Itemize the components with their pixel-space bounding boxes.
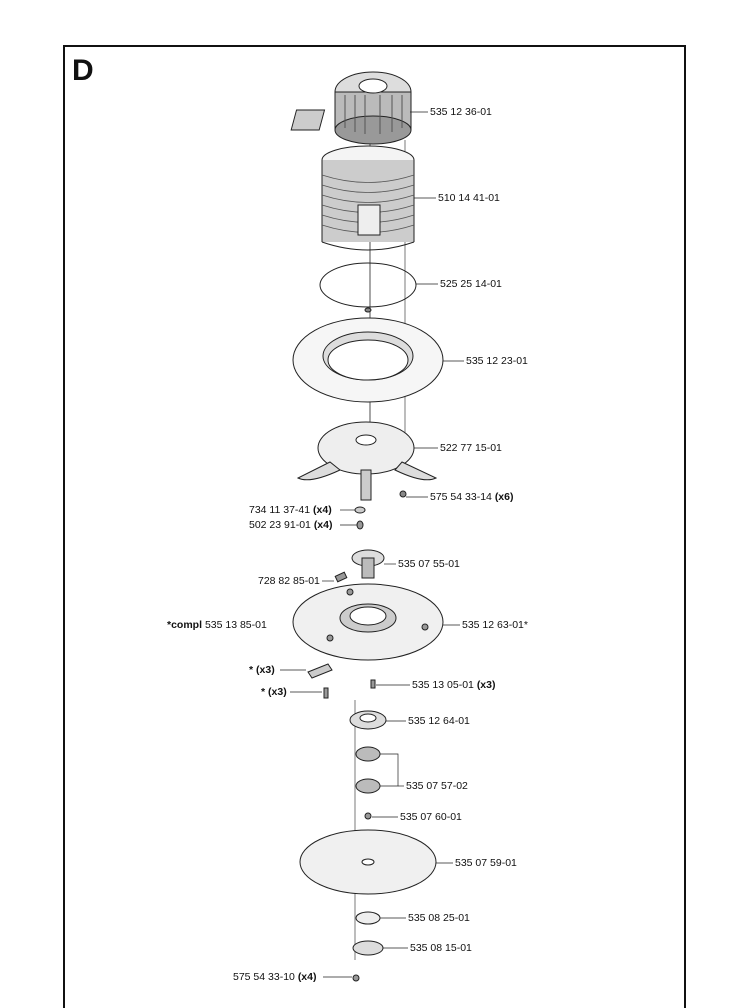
part-label-seal-ring: 525 25 14-01 — [440, 278, 502, 290]
hub-part — [351, 549, 385, 579]
flange-plate-part — [292, 317, 444, 403]
part-label-hub: 535 07 55-01 — [398, 558, 460, 570]
part-label-blade-screw: * (x3) — [261, 686, 287, 698]
part-label-bearing-housing: 535 12 64-01 — [408, 715, 470, 727]
part-label-washer-a: 734 11 37-41 (x4) — [249, 504, 332, 516]
part-label-bearing: 535 07 57-02 — [406, 780, 468, 792]
part-label-motor: 535 12 36-01 — [430, 106, 492, 118]
diagram-frame — [63, 45, 686, 1008]
part-label-bracket-screw: 575 54 33-14 (x6) — [430, 491, 514, 503]
motor-part — [290, 71, 412, 145]
blade-disc-part — [292, 583, 444, 661]
part-label-spacer-washer: 535 08 25-01 — [408, 912, 470, 924]
part-label-bottom-screw: 575 54 33-10 (x4) — [233, 971, 317, 983]
part-label-bottom-hub: 535 08 15-01 — [410, 942, 472, 954]
part-label-set-screw: 728 82 85-01 — [258, 575, 320, 587]
part-label-blade-disc-compl: *compl 535 13 85-01 — [167, 619, 267, 631]
motor-housing-part — [321, 145, 415, 251]
motor-bracket-part — [296, 421, 438, 501]
part-label-center-screw: 535 07 60-01 — [400, 811, 462, 823]
part-label-blade-disc: 535 12 63-01* — [462, 619, 528, 631]
seal-ring-part — [319, 262, 417, 308]
part-label-blade: * (x3) — [249, 664, 275, 676]
part-label-flange-plate: 535 12 23-01 — [466, 355, 528, 367]
part-label-washer-b: 502 23 91-01 (x4) — [249, 519, 333, 531]
part-label-motor-bracket: 522 77 15-01 — [440, 442, 502, 454]
part-label-motor-housing: 510 14 41-01 — [438, 192, 500, 204]
part-label-disc-screw: 535 13 05-01 (x3) — [412, 679, 496, 691]
section-letter: D — [72, 54, 94, 87]
part-label-skid-plate: 535 07 59-01 — [455, 857, 517, 869]
